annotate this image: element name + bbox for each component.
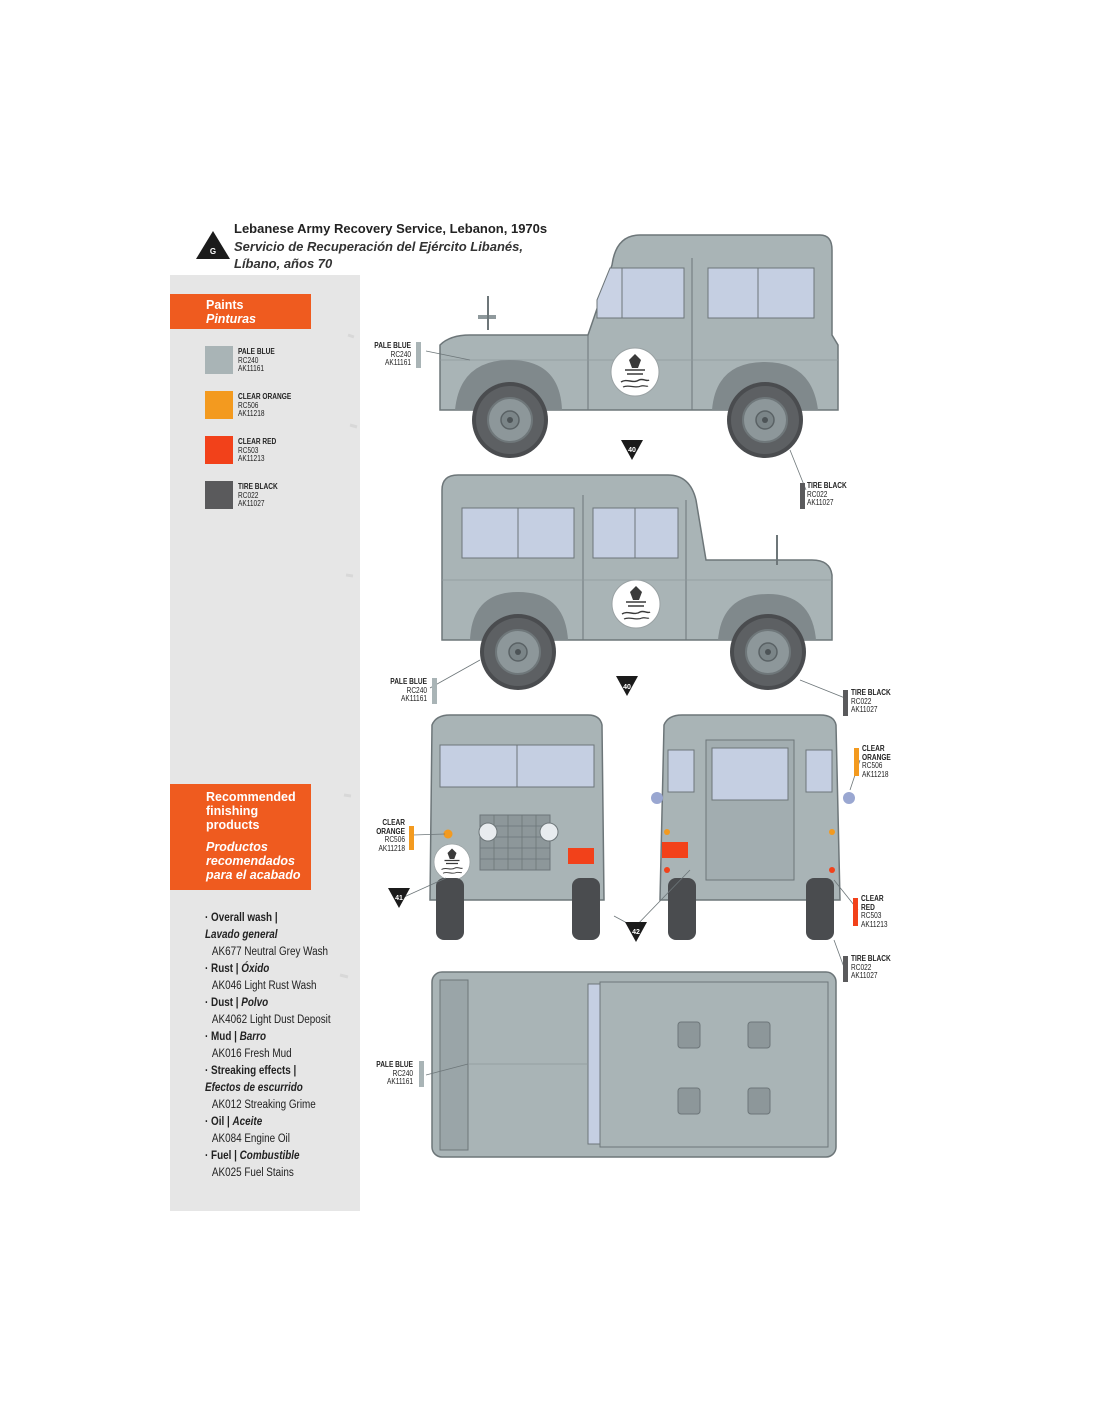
callout-bar-pale-blue-2 [432, 678, 437, 704]
side-view-right [439, 234, 839, 459]
decal-marker-42: 42 [625, 922, 647, 942]
top-view [431, 971, 837, 1158]
front-view [429, 714, 605, 940]
side-view-left [441, 474, 833, 691]
svg-text:41: 41 [395, 895, 403, 902]
callout-bar-tire-black-1 [800, 483, 805, 509]
product-entry: · Overall wash | Lavado general AK677 Ne… [205, 912, 329, 958]
svg-text:42: 42 [632, 929, 640, 936]
badge-letter: G [210, 247, 216, 256]
finishing-title-line3: products [206, 818, 260, 832]
sidebar-brush-edge [330, 275, 358, 1211]
sidebar-background [170, 275, 360, 1211]
product-entry: · Rust | Óxido AK046 Light Rust Wash [205, 963, 317, 992]
finishing-title-line2: finishing [206, 804, 259, 818]
callout-bar-tire-black-3 [843, 956, 848, 982]
paints-header: Paints Pinturas [170, 294, 311, 329]
product-entry: · Dust | Polvo AK4062 Light Dust Deposit [205, 997, 331, 1026]
version-badge-icon: G [196, 231, 230, 259]
swatch-clear-red [205, 436, 233, 464]
paints-title: Paints [206, 298, 244, 312]
swatch-clear-orange [205, 391, 233, 419]
svg-text:40: 40 [628, 447, 636, 454]
callout-bar-clear-orange-front [409, 826, 414, 850]
paints-title-es: Pinturas [206, 312, 257, 326]
finishing-title-es-line2: recomendados [206, 854, 295, 868]
callout-bar-pale-blue-1 [416, 342, 421, 368]
callout-bar-pale-blue-3 [419, 1061, 424, 1087]
svg-text:40: 40 [623, 684, 631, 691]
products-list: · Overall wash | Lavado general AK677 Ne… [205, 910, 343, 1182]
page-title: Lebanese Army Recovery Service, Lebanon,… [234, 221, 548, 236]
finishing-title-es-line3: para el acabado [206, 868, 301, 882]
rear-view [651, 714, 855, 940]
finishing-title-line1: Recommended [206, 790, 296, 804]
finishing-title-es-line1: Productos [206, 840, 268, 854]
callout-bar-tire-black-2 [843, 690, 848, 716]
product-entry: · Fuel | Combustible AK025 Fuel Stains [205, 1150, 300, 1179]
callout-bar-clear-orange-rear [854, 748, 859, 776]
product-entry: · Mud | Barro AK016 Fresh Mud [205, 1031, 292, 1060]
page-subtitle: Servicio de Recuperación del Ejército Li… [234, 239, 523, 271]
callout-bar-clear-red-rear [853, 898, 858, 926]
product-entry: · Streaking effects | Efectos de escurri… [205, 1065, 316, 1111]
decal-marker-40b: 40 [616, 676, 638, 696]
decal-marker-41: 41 [388, 888, 410, 908]
swatch-pale-blue [205, 346, 233, 374]
product-entry: · Oil | Aceite AK084 Engine Oil [205, 1116, 290, 1145]
decal-marker-40a: 40 [621, 440, 643, 460]
swatch-tire-black [205, 481, 233, 509]
finishing-header: Recommended finishing products Productos… [170, 784, 311, 890]
